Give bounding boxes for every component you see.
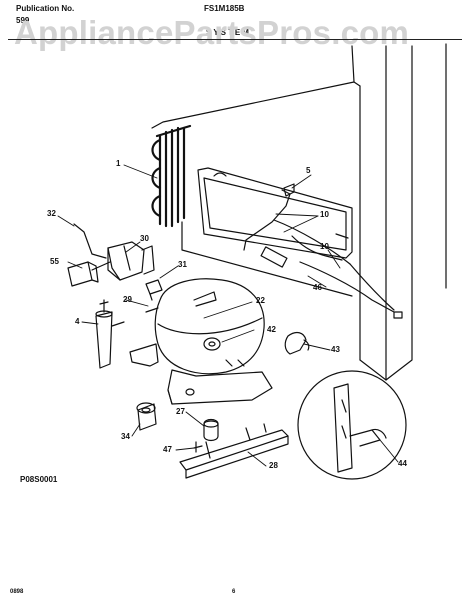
callout-30: 30 <box>140 234 149 243</box>
clip-part <box>145 279 163 301</box>
callout-55: 55 <box>50 257 59 266</box>
capacitor <box>136 402 157 431</box>
mounting-rail <box>179 418 289 479</box>
header-rule <box>8 39 462 40</box>
section-title: SYSTEM <box>206 28 251 37</box>
filter-drier <box>95 299 125 369</box>
cabinet-outline <box>151 43 447 381</box>
footer-page-number: 6 <box>232 589 236 595</box>
watermark: AppliancePartsPros.com <box>14 14 410 51</box>
callout-32: 32 <box>47 209 56 218</box>
callout-10-upper: 10 <box>320 210 329 219</box>
callout-47: 47 <box>163 445 172 454</box>
model-number: FS1M185B <box>204 4 245 13</box>
publication-label: Publication No. <box>16 4 75 13</box>
wire-harness <box>243 183 403 319</box>
compressor <box>129 278 273 405</box>
callout-28: 28 <box>269 461 278 470</box>
figure-id: P08S0001 <box>20 475 58 484</box>
callout-31: 31 <box>178 260 187 269</box>
footer-date-code: 0898 <box>10 589 24 595</box>
callout-27: 27 <box>176 407 185 416</box>
callout-34: 34 <box>121 432 130 441</box>
callout-44: 44 <box>398 459 407 468</box>
callout-4: 4 <box>75 317 80 326</box>
callout-5: 5 <box>306 166 311 175</box>
callout-43: 43 <box>331 345 340 354</box>
grommet <box>284 331 310 355</box>
leader-lines <box>57 164 399 467</box>
callout-22: 22 <box>256 296 265 305</box>
callout-46: 46 <box>313 283 322 292</box>
callout-1: 1 <box>116 159 121 168</box>
callout-42: 42 <box>267 325 276 334</box>
condenser-coil <box>151 124 192 228</box>
panel-frame <box>197 167 353 259</box>
callout-10-lower: 10 <box>320 242 329 251</box>
publication-number: 599 <box>16 16 30 25</box>
callout-29: 29 <box>123 295 132 304</box>
inset-detail <box>297 370 407 480</box>
relay-assembly <box>67 223 155 287</box>
